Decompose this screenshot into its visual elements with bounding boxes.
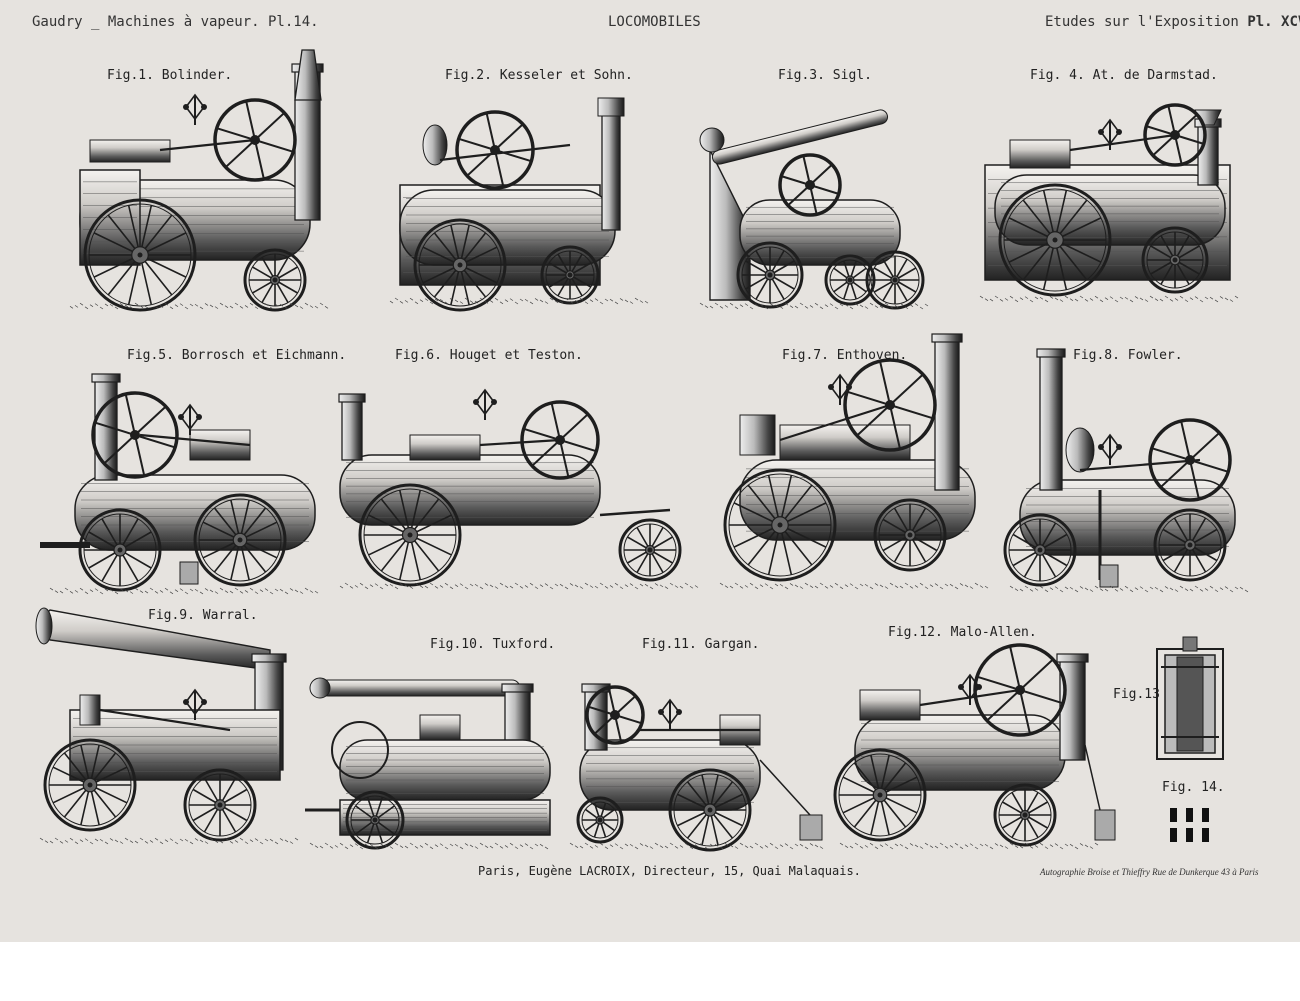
header-right-prefix: Etudes sur l'Exposition — [1045, 14, 1239, 30]
engraving-plate: Gaudry _ Machines à vapeur. Pl.14. LOCOM… — [0, 0, 1300, 942]
caption-fig-12: Fig.12. Malo-Allen. — [888, 625, 1037, 640]
engine-fig-10 — [305, 677, 551, 850]
engine-fig-11 — [569, 683, 824, 852]
caption-fig-3: Fig.3. Sigl. — [778, 68, 872, 83]
caption-fig-9: Fig.9. Warral. — [148, 608, 258, 623]
engine-fig-5 — [40, 373, 319, 595]
caption-fig-2: Fig.2. Kesseler et Sohn. — [445, 68, 633, 83]
engine-fig-2 — [389, 97, 649, 312]
caption-fig-11: Fig.11. Gargan. — [642, 637, 760, 652]
valve-detail-fig-14 — [1162, 800, 1222, 850]
footer-publisher: Paris, Eugène LACROIX, Directeur, 15, Qu… — [478, 864, 861, 878]
caption-fig-1: Fig.1. Bolinder. — [107, 68, 233, 83]
plate-number: Pl. XCVIII — [1247, 14, 1300, 30]
caption-fig-10: Fig.10. Tuxford. — [430, 637, 556, 652]
header-left: Gaudry _ Machines à vapeur. Pl.14. — [32, 14, 319, 30]
engine-fig-6 — [338, 388, 699, 590]
caption-fig-13: Fig.13 — [1113, 687, 1160, 702]
caption-fig-14: Fig. 14. — [1162, 780, 1225, 795]
caption-fig-4: Fig. 4. At. de Darmstad. — [1030, 68, 1218, 83]
caption-fig-7: Fig.7. Enthoven. — [782, 348, 908, 363]
engine-fig-4 — [979, 103, 1239, 303]
footer-printer: Autographie Broise et Thieffry Rue de Du… — [1040, 867, 1259, 877]
engine-fig-12 — [833, 643, 1116, 850]
caption-fig-6: Fig.6. Houget et Teston. — [395, 348, 583, 363]
engine-fig-7 — [719, 333, 989, 590]
header-right: Etudes sur l'Exposition Pl. XCVIII — [1045, 14, 1300, 30]
engine-fig-8 — [1003, 348, 1249, 593]
engine-fig-9 — [35, 607, 299, 845]
header-title: LOCOMOBILES — [608, 14, 701, 30]
engine-fig-1 — [69, 49, 329, 312]
engine-fig-3 — [699, 109, 929, 310]
stock-banner — [0, 942, 1300, 1001]
cylinder-section-fig-13 — [1156, 636, 1224, 760]
caption-fig-8: Fig.8. Fowler. — [1073, 348, 1183, 363]
caption-fig-5: Fig.5. Borrosch et Eichmann. — [127, 348, 347, 363]
